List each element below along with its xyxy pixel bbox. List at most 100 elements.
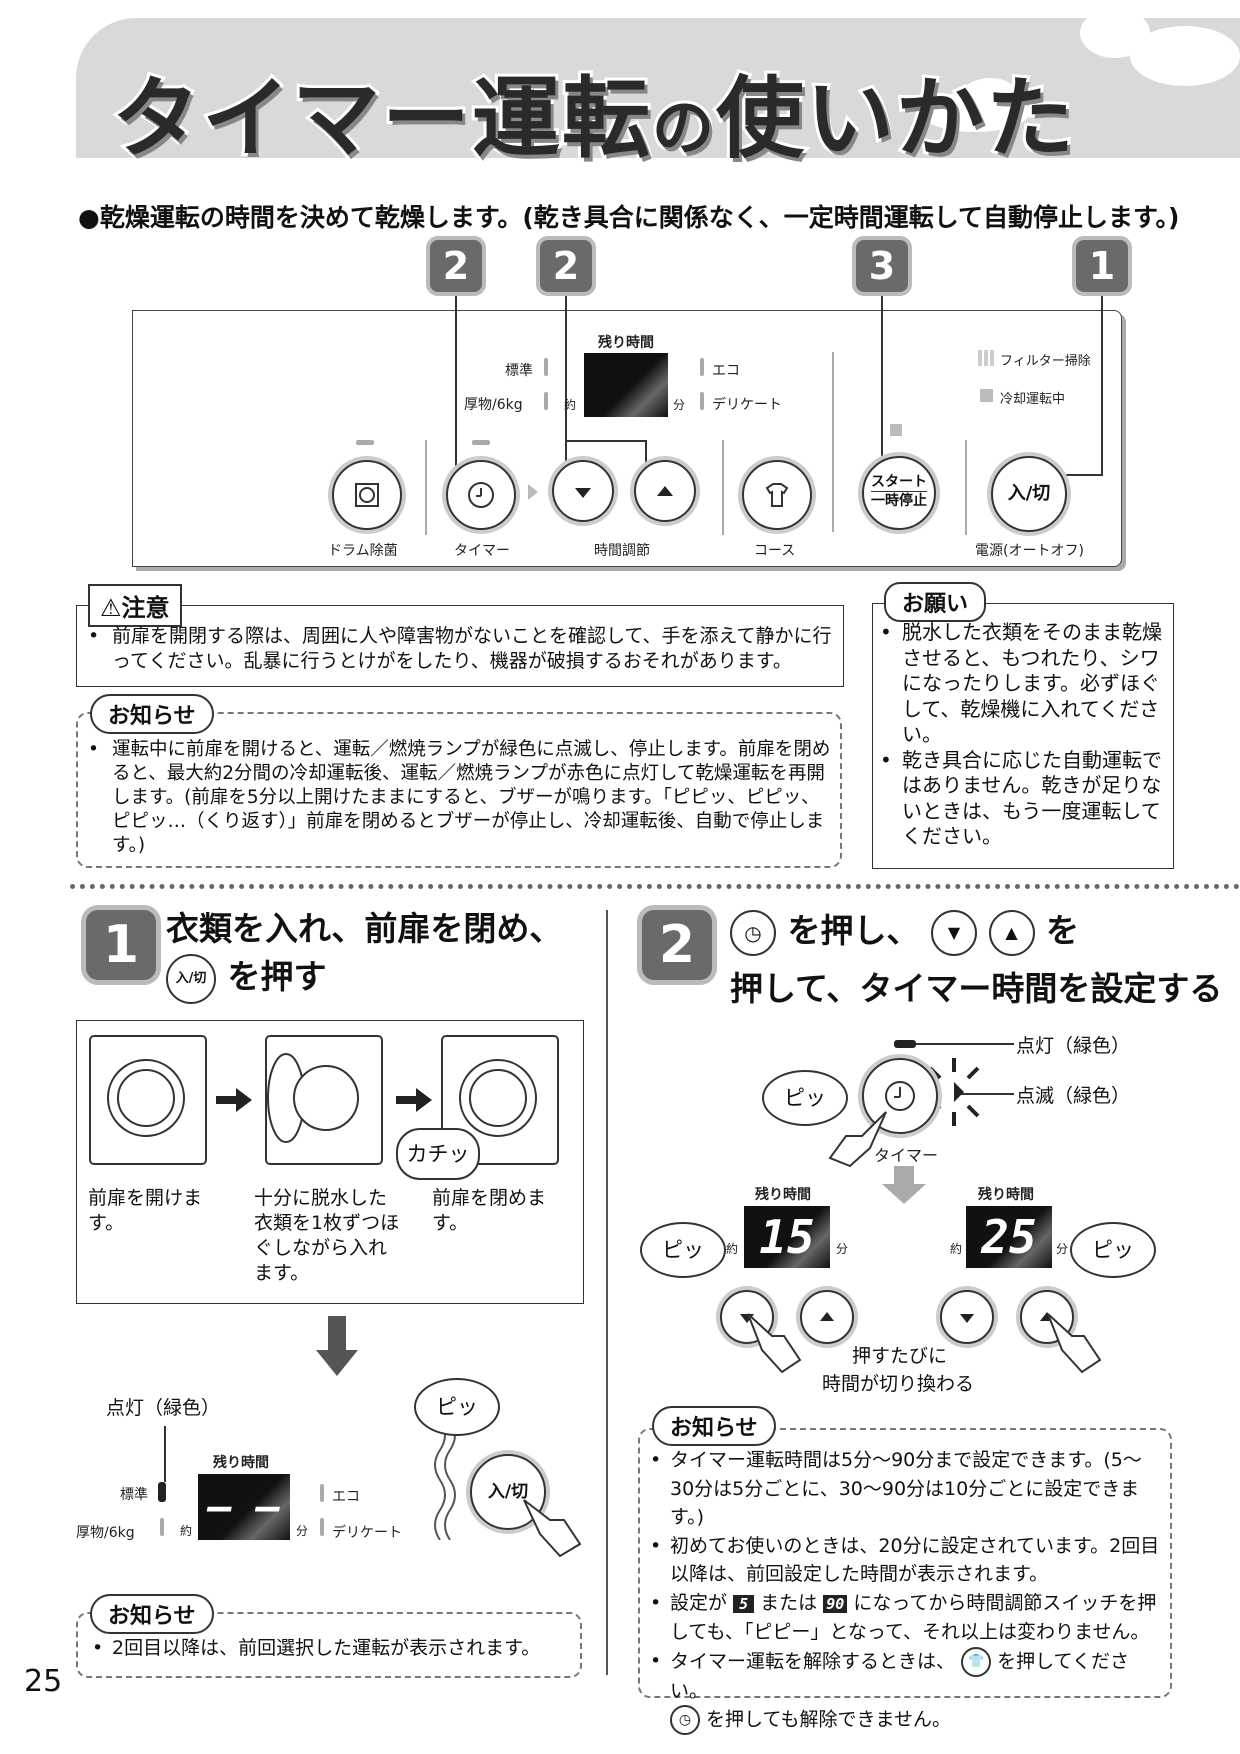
start-pause-button[interactable]: スタート 一時停止	[862, 456, 936, 530]
request-item: •乾き具合に応じた自動運転ではありません。乾きが足りないときは、もう一度運転して…	[880, 747, 1162, 849]
request-item: •脱水した衣類をそのまま乾燥させると、もつれたり、シワになったりします。必ずほぐ…	[880, 620, 1162, 746]
step-number: 2	[642, 910, 712, 980]
click-bubble: カチッ	[396, 1128, 480, 1180]
step2-title-line1: ◷ を押し、 ▼ ▲ を	[730, 904, 1079, 956]
time-down-button[interactable]	[940, 1290, 994, 1344]
leader-line	[881, 296, 883, 464]
timer-icon: ◷	[670, 1705, 700, 1735]
display-90: 90	[823, 1594, 848, 1613]
triangle-up-icon	[820, 1312, 834, 1321]
heavy-label: 厚物/6kg	[464, 397, 523, 413]
leader-line	[960, 1093, 1014, 1095]
time-up-button[interactable]	[634, 460, 696, 522]
notice-title: お知らせ	[90, 1594, 214, 1634]
minute-label: 分	[1056, 1242, 1069, 1256]
timer-button[interactable]	[862, 1058, 938, 1134]
leader-line	[455, 296, 457, 466]
leader-line	[164, 1426, 166, 1482]
eco-label: エコ	[712, 363, 740, 379]
notice-item: •タイマー運転時間は5分～90分まで設定できます。(5～30分は5分ごとに、30…	[650, 1449, 1142, 1528]
beep-bubble: ピッ	[762, 1070, 848, 1126]
each-press-label: 時間が切り換わる	[822, 1373, 975, 1395]
lamp	[356, 440, 374, 445]
approx-label: 約	[564, 398, 577, 412]
leader-line	[645, 440, 647, 470]
notice-title: お知らせ	[652, 1406, 776, 1446]
request-list: •脱水した衣類をそのまま乾燥させると、もつれたり、シワになったりします。必ずほぐ…	[880, 620, 1164, 850]
caption: 前扉を閉めます。	[432, 1187, 547, 1234]
course-button[interactable]	[742, 460, 812, 530]
drum-icon	[355, 483, 379, 507]
triangle-down-icon: ▼	[931, 909, 977, 956]
notice-box	[76, 1612, 582, 1678]
lamp	[320, 1518, 324, 1536]
timer-icon	[885, 1081, 915, 1111]
time-down-button[interactable]	[552, 460, 614, 522]
delicate-label: デリケート	[332, 1525, 402, 1541]
timer-button[interactable]	[446, 460, 516, 530]
leader-line	[896, 1043, 1014, 1045]
step-badge: 2	[430, 240, 482, 292]
caution-text: •前扉を開閉する際は、周囲に人や障害物がないことを確認して、手を添えて静かに行っ…	[88, 625, 832, 672]
caption: 前扉を開けます。	[88, 1187, 203, 1234]
filter-lamp-icon	[978, 350, 994, 366]
step1-title-line2: 入/切 を押す	[166, 950, 327, 1004]
arrow-right-icon	[528, 484, 538, 500]
delicate-label: デリケート	[712, 397, 782, 413]
leader-line	[565, 296, 567, 466]
eco-label: エコ	[332, 1489, 360, 1505]
panel-divider	[965, 440, 967, 535]
intro-text: ●乾燥運転の時間を決めて乾燥します。(乾き具合に関係なく、一定時間運転して自動停…	[78, 203, 1180, 232]
lamp-lit	[158, 1482, 166, 1502]
dotted-divider	[70, 884, 1240, 889]
vibration-icon	[434, 1420, 456, 1540]
timer-icon: ◷	[730, 909, 776, 956]
power-label: 電源(オートオフ)	[975, 543, 1084, 559]
power-button[interactable]: 入/切	[991, 456, 1067, 532]
step1-illustration-box	[76, 1020, 584, 1304]
filter-label: フィルター掃除	[1000, 354, 1091, 369]
time-up-button[interactable]	[800, 1290, 854, 1344]
step-badge: 2	[540, 240, 592, 292]
lamp	[544, 358, 548, 376]
finger-icon	[747, 1313, 802, 1374]
step2-title-line2: 押して、タイマー時間を設定する	[730, 969, 1223, 1008]
panel-divider	[722, 440, 724, 535]
step-number: 1	[86, 910, 156, 980]
cloud-decoration	[960, 78, 1020, 118]
pause-label: 一時停止	[871, 493, 927, 509]
notice-box	[76, 712, 842, 868]
lamp	[544, 392, 548, 410]
triangle-down-icon	[575, 488, 591, 498]
lamp	[320, 1484, 324, 1502]
blink-green-label: 点滅（緑色）	[1016, 1085, 1131, 1107]
beep-bubble: ピッ	[414, 1378, 500, 1436]
drum-sterilize-button[interactable]	[332, 460, 402, 530]
beep-bubble: ピッ	[1070, 1222, 1156, 1278]
standard-label: 標準	[120, 1487, 148, 1503]
display-5: 5	[733, 1594, 755, 1613]
power-icon: 入/切	[166, 953, 216, 1004]
finger-icon	[1047, 1313, 1102, 1374]
panel-divider	[832, 352, 834, 532]
notice-item: •初めてお使いのときは、20分に設定されています。2回目以降は、前回設定した時間…	[650, 1534, 1160, 1586]
cooling-lamp-icon	[980, 389, 993, 402]
timer-label: タイマー	[454, 543, 510, 559]
caption: 十分に脱水した衣類を1枚ずつほぐしながら入れます。	[254, 1187, 400, 1284]
notice-list: •タイマー運転時間は5分～90分まで設定できます。(5～30分は5分ごとに、30…	[650, 1446, 1162, 1735]
finger-icon	[523, 1499, 582, 1558]
time-adjust-label: 時間調節	[594, 543, 650, 559]
cooling-label: 冷却運転中	[1000, 392, 1066, 407]
page-title: タイマー運転の使いかた	[109, 64, 1077, 173]
request-box	[872, 603, 1174, 869]
finger-icon	[828, 1111, 887, 1168]
lit-green-label: 点灯（緑色）	[106, 1397, 221, 1419]
minute-label: 分	[296, 1524, 309, 1538]
leader-line	[1050, 474, 1103, 476]
arrow-down-icon	[316, 1316, 358, 1376]
approx-label: 約	[950, 1242, 963, 1256]
warning-icon: ⚠	[100, 594, 122, 622]
time-display: 15	[744, 1206, 830, 1268]
header-band	[76, 18, 1240, 158]
minute-label: 分	[673, 398, 686, 412]
